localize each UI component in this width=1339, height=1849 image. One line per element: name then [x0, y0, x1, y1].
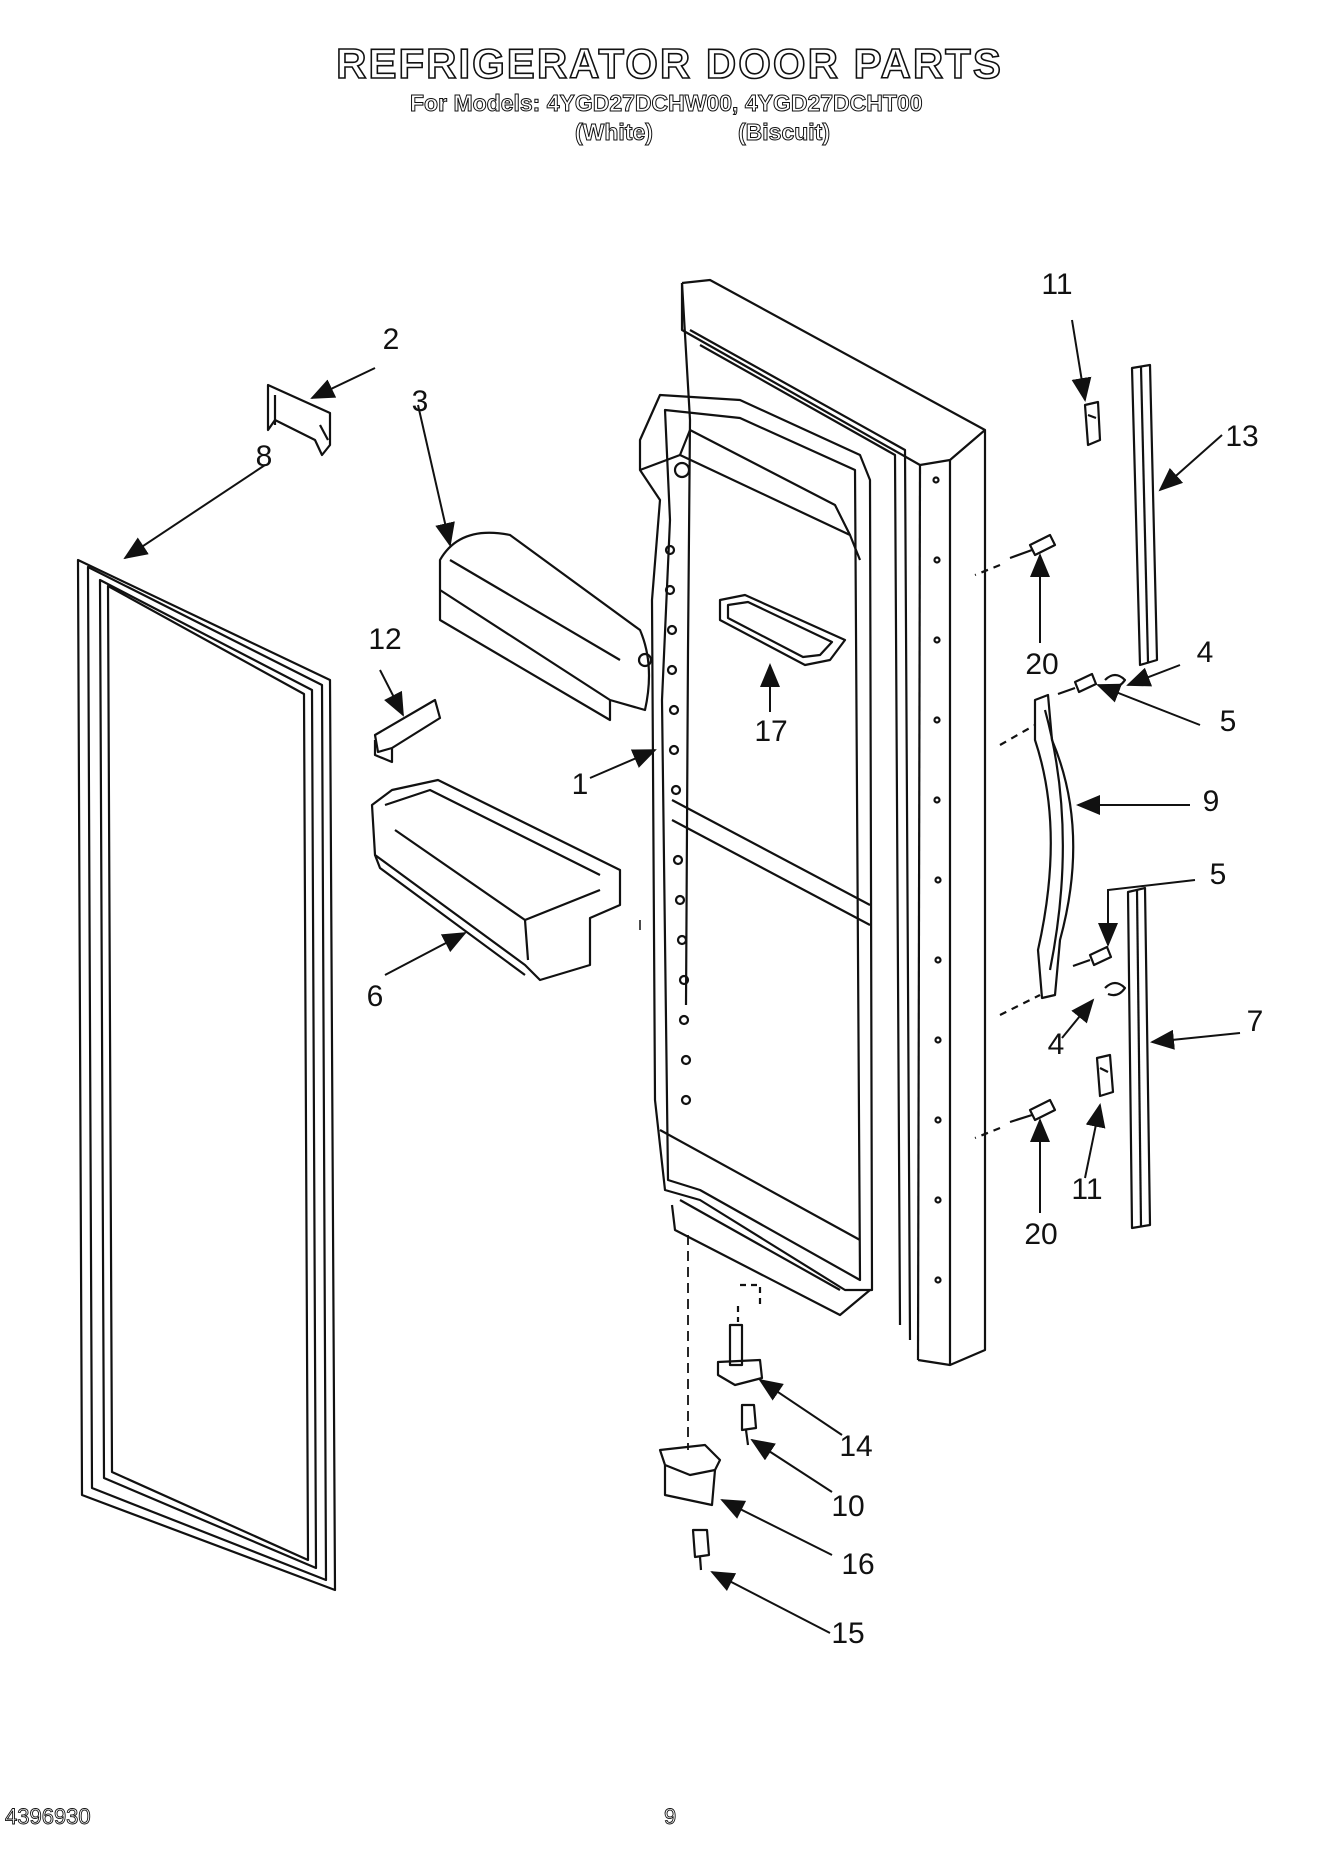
- bin-clip: [373, 698, 442, 764]
- variant-biscuit: (Biscuit): [738, 119, 831, 146]
- screw-lower: [974, 1098, 1057, 1140]
- handle-clip-upper: [1083, 400, 1102, 447]
- callout-4-upper: 4: [1196, 636, 1214, 669]
- page-number: 9: [664, 1804, 677, 1830]
- callout-11-upper: 11: [1041, 268, 1073, 301]
- callout-20-lower: 20: [1024, 1218, 1058, 1251]
- door-shelf-bin: [370, 778, 622, 982]
- callout-15: 15: [831, 1617, 865, 1650]
- callout-8: 8: [255, 440, 273, 473]
- callout-10: 10: [831, 1490, 865, 1523]
- upper-trim-strip: [1130, 363, 1159, 667]
- small-bin: [718, 593, 847, 667]
- callout-13: 13: [1225, 420, 1259, 453]
- diagram-title: REFRIGERATOR DOOR PARTS: [335, 39, 1003, 88]
- callout-arrows: [123, 319, 1241, 1634]
- models-line: For Models: 4YGD27DCHW00, 4YGD27DCHT00: [410, 90, 924, 117]
- callout-4-lower: 4: [1047, 1028, 1065, 1061]
- plug-upper: [1104, 673, 1127, 689]
- door-liner: [638, 278, 987, 1367]
- callout-12: 12: [368, 623, 402, 656]
- door-handle: [1033, 693, 1075, 1000]
- variant-white: (White): [575, 119, 654, 146]
- dairy-door: [438, 531, 653, 722]
- door-gasket: [76, 558, 337, 1592]
- door-hinge-pin: [716, 1283, 764, 1387]
- lower-trim-strip: [1126, 886, 1152, 1230]
- hinge-screw: [740, 1403, 758, 1446]
- callout-7: 7: [1246, 1005, 1264, 1038]
- callout-2: 2: [382, 323, 400, 356]
- callout-14: 14: [839, 1430, 873, 1463]
- callout-17: 17: [754, 715, 788, 748]
- callout-9: 9: [1202, 785, 1220, 818]
- hinge-bracket: [266, 383, 332, 457]
- lower-hinge-bracket: [658, 1443, 722, 1507]
- callout-16: 16: [841, 1548, 875, 1581]
- callout-1: 1: [571, 768, 589, 801]
- handle-clip-lower: [1095, 1053, 1115, 1098]
- bottom-screw: [691, 1528, 711, 1571]
- screw-upper: [974, 533, 1057, 577]
- handle-screw-lower: [1072, 945, 1113, 968]
- callout-20-upper: 20: [1025, 648, 1059, 681]
- callout-6: 6: [366, 980, 384, 1013]
- plug-lower: [1104, 981, 1127, 997]
- callout-11-lower: 11: [1071, 1173, 1103, 1206]
- callout-3: 3: [411, 385, 429, 418]
- callout-5-upper: 5: [1219, 705, 1237, 738]
- document-number: 4396930: [5, 1804, 92, 1830]
- handle-screw-upper: [1057, 672, 1098, 696]
- callout-5-lower: 5: [1209, 858, 1227, 891]
